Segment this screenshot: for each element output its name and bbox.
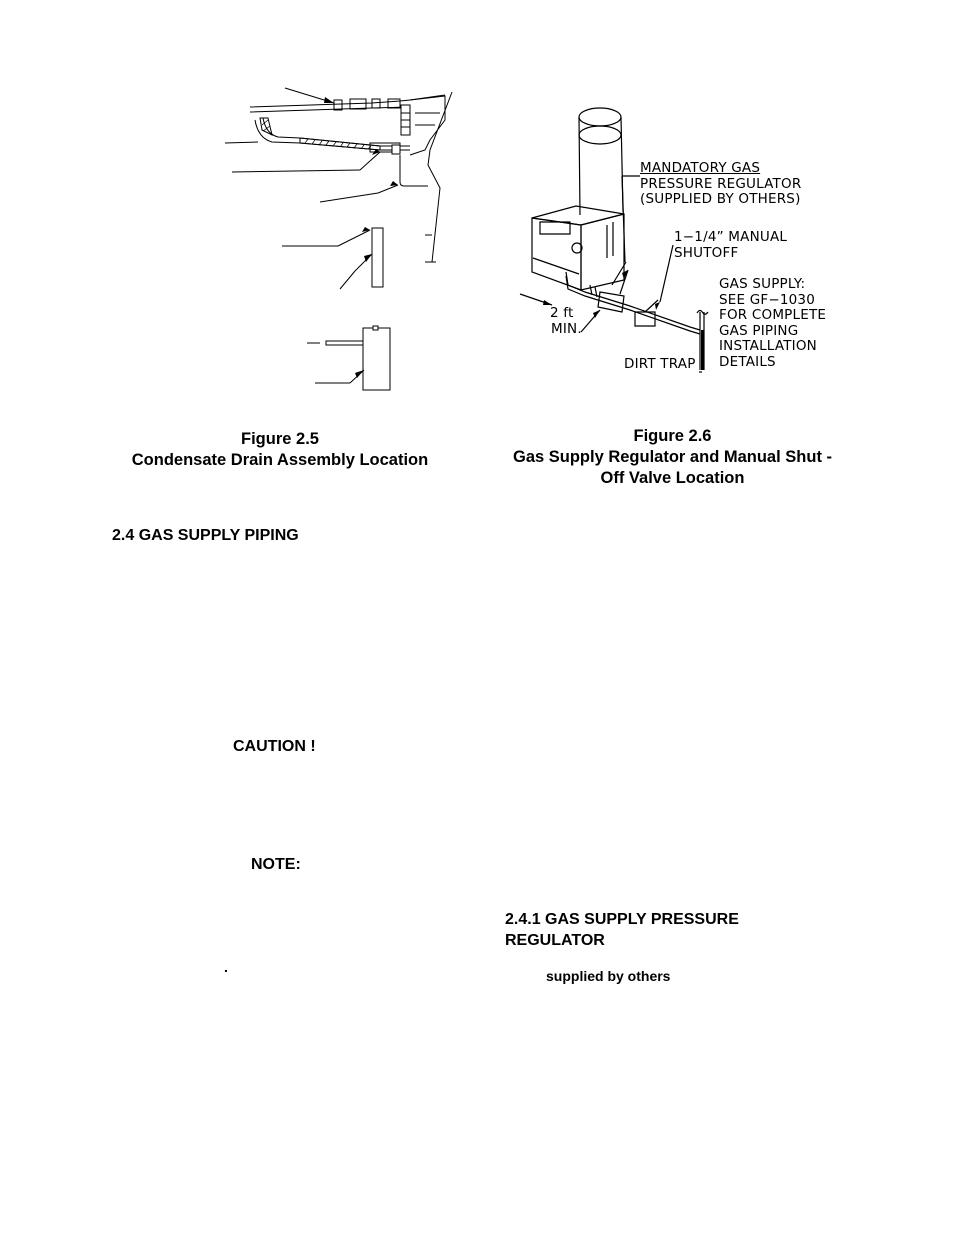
gas-supply-drawing	[0, 0, 954, 420]
regulator-section-heading-line-1: 2.4.1 GAS SUPPLY PRESSURE	[505, 911, 739, 928]
supply-label-line-4: GAS PIPING	[719, 322, 799, 339]
condensate-drain-drawing	[0, 0, 954, 420]
distance-label-line-2: MIN.	[551, 320, 582, 337]
note-heading: NOTE:	[251, 856, 301, 873]
regulator-label-line-2: PRESSURE REGULATOR	[640, 175, 802, 192]
supply-label-line-5: INSTALLATION	[719, 338, 817, 354]
regulator-label-line-3: (SUPPLIED BY OTHERS)	[640, 191, 801, 207]
figure-2-5-number: Figure 2.5	[241, 430, 319, 448]
supply-label-line-1: GAS SUPPLY:	[719, 276, 806, 292]
figure-2-6-number: Figure 2.6	[633, 427, 712, 445]
regulator-label-line-1: MANDATORY GAS	[640, 160, 761, 176]
section-gas-supply-piping-heading: 2.4 GAS SUPPLY PIPING	[112, 527, 299, 544]
shutoff-label-line-2: SHUTOFF	[674, 244, 739, 261]
supplied-by-others-text: supplied by others	[546, 968, 671, 984]
figure-2-5-title: Condensate Drain Assembly Location	[131, 451, 429, 469]
figure-2-6-title-line-2: Off Valve Location	[600, 469, 745, 487]
stray-period: .	[224, 959, 228, 975]
distance-label-line-1: 2 ft	[550, 305, 574, 321]
supply-label-line-2: SEE GF−1030	[719, 291, 816, 308]
dirt-trap-label: DIRT TRAP	[624, 356, 696, 372]
supply-label-line-3: FOR COMPLETE	[719, 307, 827, 323]
figure-2-6-title-line-1: Gas Supply Regulator and Manual Shut -	[512, 448, 833, 466]
supply-label-line-6: DETAILS	[719, 353, 776, 370]
caution-heading: CAUTION !	[233, 738, 316, 755]
shutoff-label-line-1: 1−1/4” MANUAL	[674, 229, 788, 245]
regulator-section-heading-line-2: REGULATOR	[505, 932, 605, 949]
